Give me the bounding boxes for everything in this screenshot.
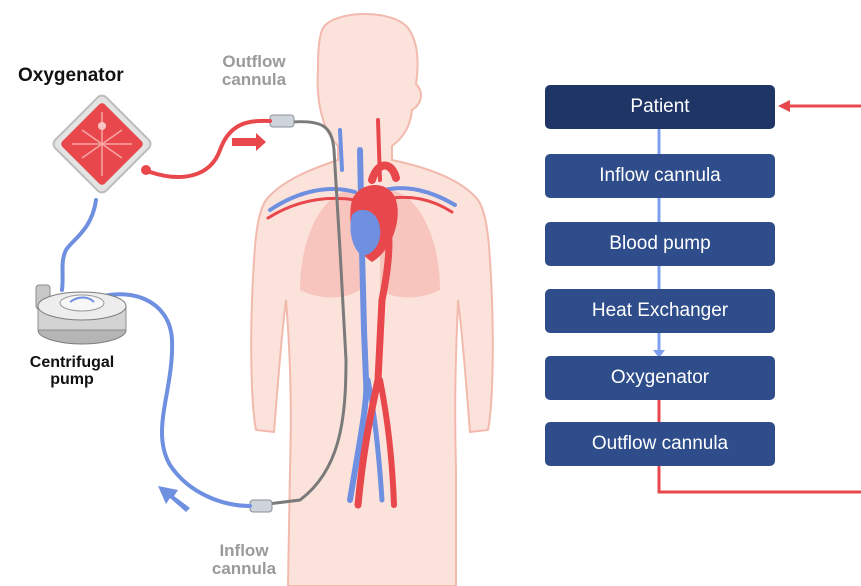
flow-step-patient: Patient (545, 85, 775, 129)
outflow-connector (270, 115, 294, 127)
arterial-tube (150, 121, 270, 177)
flow-step-outflow-cannula: Outflow cannula (545, 422, 775, 466)
flow-step-blood-pump: Blood pump (545, 222, 775, 266)
oxygenator-label: Oxygenator (18, 66, 124, 86)
flow-step-heat-exchanger: Heat Exchanger (545, 289, 775, 333)
oxygenator-pump-tube (62, 200, 96, 290)
outflow-arrow-icon (232, 133, 266, 151)
inflow-arrow-icon (158, 486, 190, 512)
flow-step-oxygenator: Oxygenator (545, 356, 775, 400)
flow-step-inflow-cannula: Inflow cannula (545, 154, 775, 198)
inflow-connector (250, 500, 272, 512)
oxygenator-port (141, 165, 151, 175)
oxygenator-device-icon (51, 93, 153, 195)
